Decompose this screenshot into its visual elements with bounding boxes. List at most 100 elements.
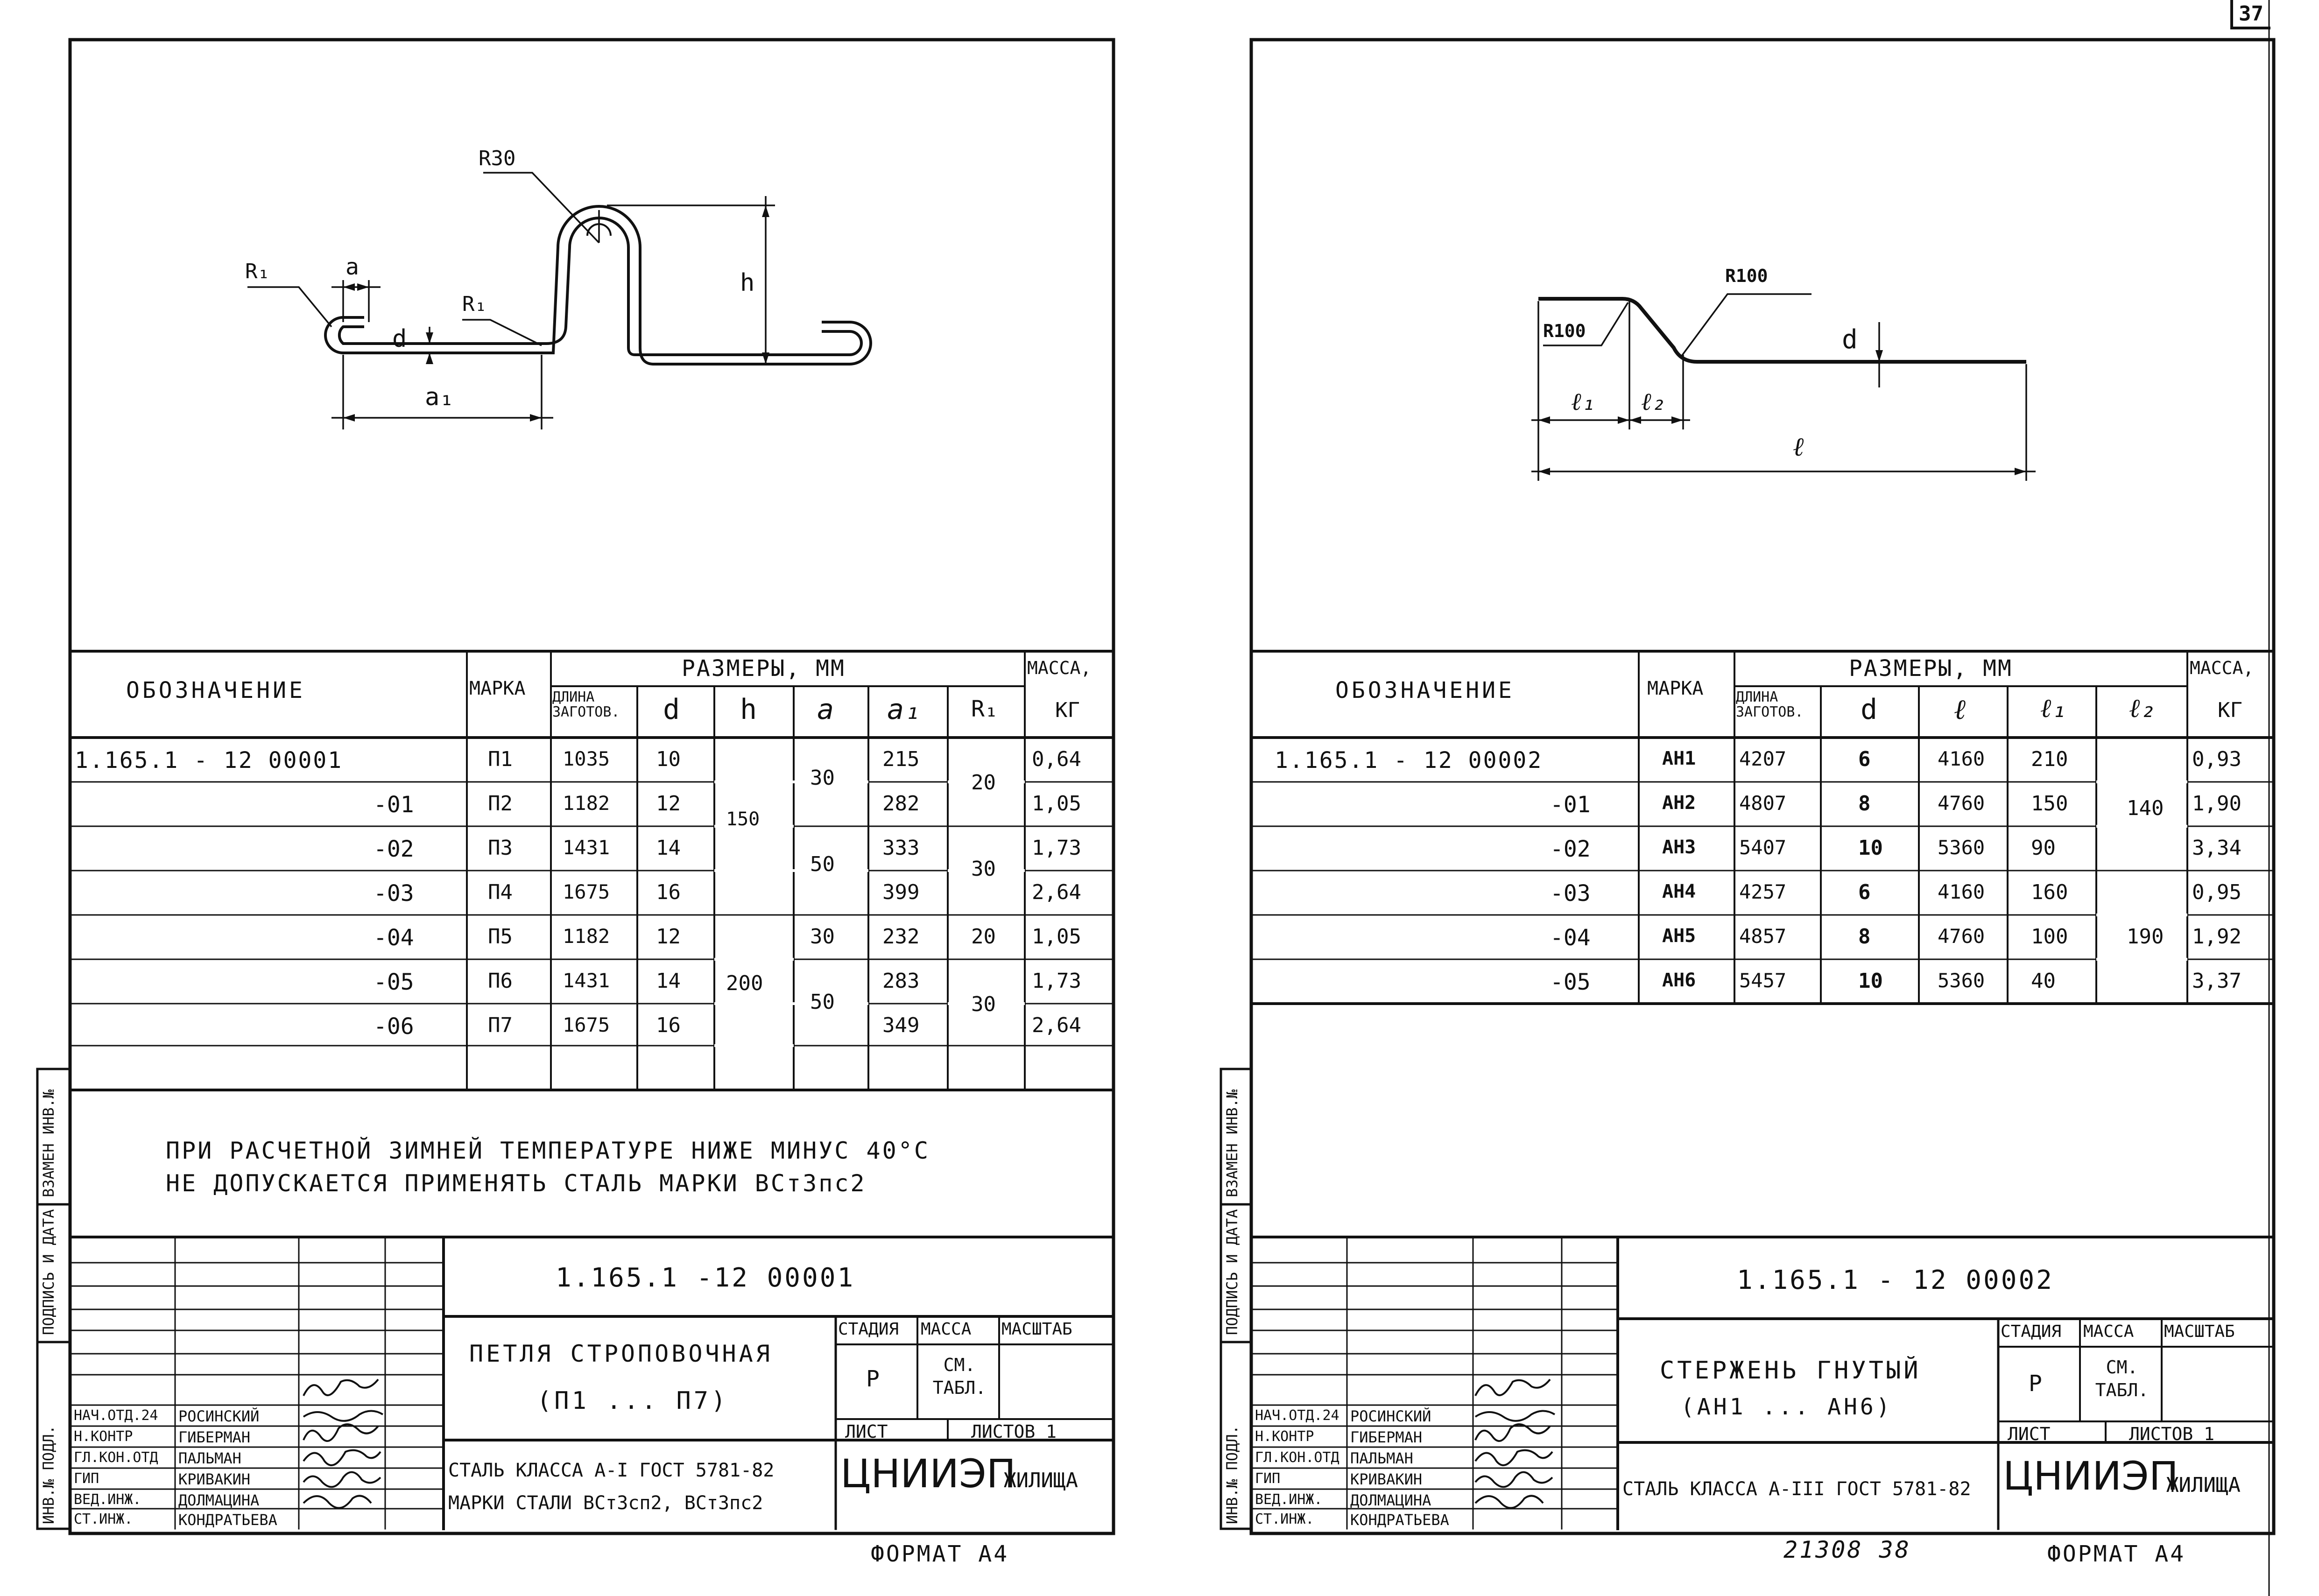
cell-d: 10	[656, 747, 681, 771]
cell-mark: П4	[488, 880, 513, 904]
cell-length: 5407	[1739, 836, 1787, 859]
cell-mark: АН3	[1662, 837, 1696, 858]
side-inv-left: ИНВ.№ ПОДЛ.	[40, 1425, 57, 1524]
cell-designation: -05	[374, 969, 414, 995]
cell-designation: 1.165.1 - 12 00001	[75, 747, 343, 773]
stamp-scale-label-right: МАСШТАБ	[2164, 1322, 2235, 1341]
person-role: ВЕД.ИНЖ.	[74, 1491, 141, 1508]
stamp-title2-left: (П1 ... П7)	[537, 1387, 729, 1415]
hdr-a-left: a	[817, 693, 834, 726]
person-role: ВЕД.ИНЖ.	[1255, 1491, 1323, 1508]
cell-length: 1431	[563, 969, 610, 992]
merged-l2-190: 190	[2127, 925, 2164, 949]
cell-d: 6	[1858, 747, 1871, 771]
cell-l: 4760	[1938, 792, 1985, 815]
cell-length: 4257	[1739, 880, 1787, 903]
hdr-l1-right: ℓ₁	[2040, 693, 2067, 724]
cell-mark: П3	[488, 836, 513, 860]
cell-d: 8	[1858, 925, 1871, 949]
cell-mass: 3,34	[2192, 836, 2241, 860]
cell-mass: 0,93	[2192, 747, 2241, 771]
cell-designation: -02	[374, 836, 414, 862]
hdr-l2-right: ℓ₂	[2129, 693, 2156, 724]
cell-designation: -04	[374, 925, 414, 951]
cell-l: 5360	[1938, 836, 1985, 859]
stamp-material1-left: СТАЛЬ КЛАССА А-I ГОСТ 5781-82	[448, 1460, 775, 1481]
cell-mass: 3,37	[2192, 969, 2241, 993]
merged-a-50a: 50	[810, 852, 835, 876]
person-name: КРИВАКИН	[1350, 1470, 1423, 1488]
stamp-sheet-label-left: ЛИСТ	[845, 1421, 888, 1442]
archive-number: 21308 38	[1783, 1536, 1911, 1563]
hdr-length-left: ДЛИНА ЗАГОТОВ.	[552, 689, 620, 720]
person-name: ДОЛМАЦИНА	[178, 1491, 260, 1509]
hdr-r1-left: R₁	[971, 696, 998, 722]
cell-designation: -06	[374, 1013, 414, 1040]
cell-d: 12	[656, 925, 681, 949]
merged-a-30b: 30	[810, 925, 835, 949]
merged-a-30a: 30	[810, 766, 835, 790]
cell-designation: -05	[1550, 969, 1591, 995]
cell-mark: П5	[488, 925, 513, 949]
cell-d: 10	[1858, 836, 1883, 860]
stamp-mass-label-right: МАССА	[2083, 1322, 2134, 1341]
person-role: ГИП	[74, 1470, 99, 1487]
merged-h-150: 150	[726, 809, 760, 830]
hdr-dimensions-left: РАЗМЕРЫ, ММ	[682, 655, 846, 682]
cell-mass: 1,92	[2192, 925, 2241, 949]
person-name: РОСИНСКИЙ	[178, 1407, 260, 1425]
person-name: ГИБЕРМАН	[178, 1428, 251, 1446]
cell-d: 10	[1858, 969, 1883, 993]
cell-mass: 2,64	[1032, 880, 1081, 904]
stamp-doc-code-right: 1.165.1 - 12 00002	[1737, 1265, 2054, 1295]
cell-mass: 1,05	[1032, 792, 1081, 816]
person-name: ДОЛМАЦИНА	[1350, 1491, 1431, 1509]
person-role: Н.КОНТР	[74, 1428, 133, 1445]
cell-mark: П6	[488, 969, 513, 993]
cell-mark: АН5	[1662, 925, 1696, 947]
cell-mark: АН6	[1662, 970, 1696, 991]
signatures	[303, 1378, 1556, 1509]
cell-l1: 210	[2031, 747, 2068, 771]
cell-designation: -03	[1550, 880, 1591, 907]
person-name: КОНДРАТЬЕВА	[178, 1511, 277, 1529]
merged-r-20a: 20	[971, 771, 996, 794]
hdr-dimensions-right: РАЗМЕРЫ, ММ	[1849, 655, 2013, 682]
person-name: КОНДРАТЬЕВА	[1350, 1511, 1449, 1529]
hdr-l-right: ℓ	[1954, 693, 1966, 726]
cell-l: 4160	[1938, 747, 1985, 770]
cell-mark: АН2	[1662, 792, 1696, 814]
cell-length: 4207	[1739, 747, 1787, 770]
person-role: СТ.ИНЖ.	[74, 1511, 133, 1527]
cell-a1: 349	[882, 1013, 920, 1037]
bar-drawing	[1531, 293, 2036, 481]
cell-l1: 40	[2031, 969, 2056, 993]
cell-l1: 100	[2031, 925, 2068, 949]
format-left: ФОРМАТ А4	[871, 1541, 1009, 1567]
hdr-mark-left: МАРКА	[469, 678, 526, 699]
cell-length: 1182	[563, 792, 610, 815]
cell-designation: -01	[1550, 792, 1591, 818]
side-replace-left: ВЗАМЕН ИНВ.№	[40, 1089, 57, 1197]
cell-d: 14	[656, 969, 681, 993]
stamp-scale-label-left: МАСШТАБ	[1001, 1320, 1072, 1339]
cell-length: 1035	[563, 747, 610, 770]
merged-a-50b: 50	[810, 990, 835, 1014]
hdr-mass-right: МАССА,	[2190, 658, 2254, 678]
hdr-mass-left: МАССА,	[1027, 658, 1092, 678]
cell-d: 14	[656, 836, 681, 860]
cell-l: 5360	[1938, 969, 1985, 992]
cell-length: 4857	[1739, 925, 1787, 948]
cell-mark: П7	[488, 1013, 513, 1037]
stamp-sheets-label-left: ЛИСТОВ 1	[971, 1421, 1057, 1442]
label-l: ℓ	[1793, 432, 1804, 462]
cell-length: 1431	[563, 836, 610, 859]
cell-mass: 1,90	[2192, 792, 2241, 816]
person-role: НАЧ.ОТД.24	[74, 1407, 158, 1424]
cell-d: 12	[656, 792, 681, 816]
hdr-h-left: h	[740, 693, 757, 726]
person-role: СТ.ИНЖ.	[1255, 1511, 1314, 1527]
label-l2: ℓ₂	[1641, 388, 1666, 416]
stamp-org-sub-right: ЖИЛИЩА	[2166, 1473, 2241, 1497]
label-r1-mid: R₁	[462, 292, 487, 316]
